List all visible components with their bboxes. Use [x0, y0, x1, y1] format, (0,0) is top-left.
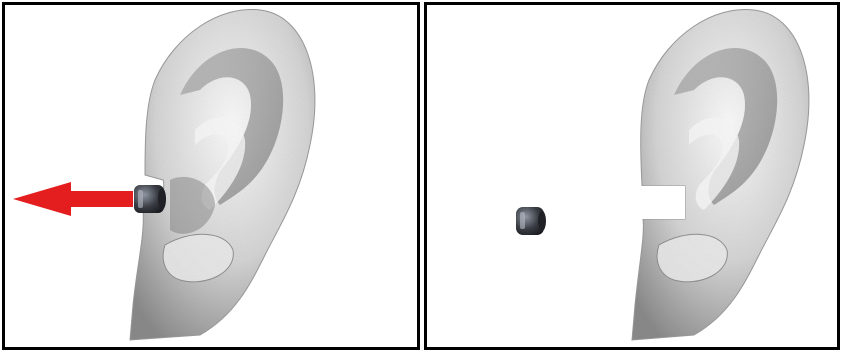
ear-canal-gap [641, 186, 685, 219]
right-panel [424, 2, 840, 350]
earplug-icon [134, 185, 166, 213]
ear-illustration-right [427, 5, 837, 347]
ear-illustration-left [5, 5, 417, 347]
earplug-icon [516, 207, 546, 235]
left-panel [2, 2, 420, 350]
ear-shape [632, 9, 809, 340]
arrow-left-icon [13, 182, 133, 216]
ear-shape [130, 9, 315, 340]
